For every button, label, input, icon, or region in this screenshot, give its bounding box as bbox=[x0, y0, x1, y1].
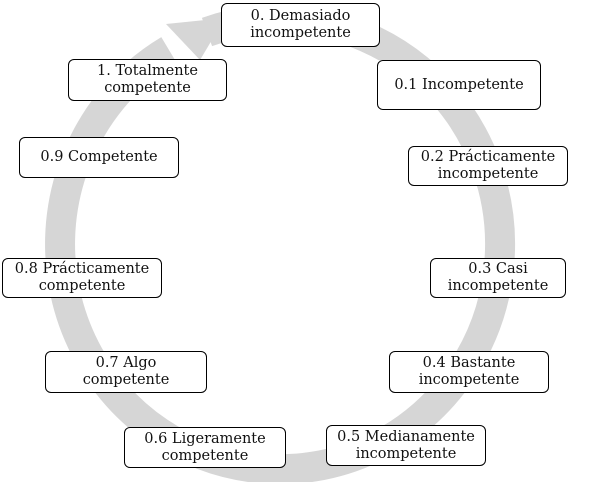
node-line: competente bbox=[38, 278, 126, 294]
node-line: 0.1 Incompetente bbox=[394, 76, 524, 93]
node-line: 0.2 Prácticamente bbox=[420, 149, 556, 165]
node-line: 1. Totalmente bbox=[97, 63, 198, 79]
node-line: incompetente bbox=[437, 166, 539, 182]
node-line: incompetente bbox=[447, 278, 549, 294]
node-line: incompetente bbox=[355, 445, 457, 462]
node-line: 0.4 Bastante bbox=[422, 355, 516, 371]
node-line: 0.5 Medianamente bbox=[337, 428, 475, 445]
cycle-arrowhead bbox=[166, 18, 225, 60]
node-line: 0.7 Algo bbox=[95, 355, 157, 371]
node-line: 0.9 Competente bbox=[40, 149, 158, 165]
node-competente: 0.9 Competente bbox=[19, 137, 179, 178]
node-line: 0.3 Casi bbox=[468, 261, 528, 277]
node-line: 0.8 Prácticamente bbox=[14, 261, 150, 277]
node-line: competente bbox=[161, 447, 249, 464]
node-incompetente: 0.1 Incompetente bbox=[377, 60, 541, 110]
node-line: competente bbox=[82, 372, 170, 388]
node-line: competente bbox=[104, 80, 191, 96]
node-line: incompetente bbox=[250, 25, 351, 41]
node-line: 0.6 Ligeramente bbox=[144, 430, 266, 447]
node-line: 0. Demasiado bbox=[250, 8, 351, 24]
node-line: incompetente bbox=[418, 372, 520, 388]
